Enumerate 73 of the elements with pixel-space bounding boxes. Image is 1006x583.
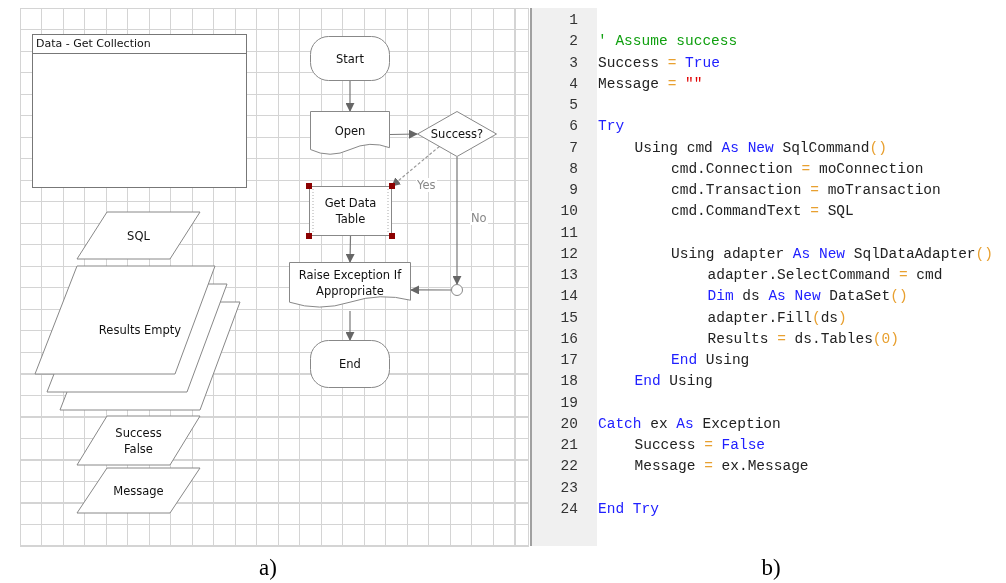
line-number: 5 (568, 96, 578, 116)
code-line: End Using (671, 351, 750, 371)
edge-label: No (470, 211, 488, 225)
line-number: 23 (559, 478, 578, 498)
node-label: Results Empty (97, 322, 183, 338)
line-number: 10 (559, 202, 578, 222)
line-number: 16 (559, 329, 578, 349)
line-number: 18 (559, 372, 578, 392)
node-label: Success False (114, 424, 163, 457)
code-line: End Try (598, 499, 659, 519)
node-label: SQL (127, 227, 150, 244)
line-number: 2 (568, 32, 578, 52)
code-line: Results = ds.Tables(0) (707, 329, 899, 349)
line-number: 19 (559, 393, 578, 413)
data-parallelogram (77, 416, 200, 465)
decision-diamond (417, 111, 497, 157)
arrow (391, 145, 440, 187)
container-panel (32, 34, 247, 188)
code-line: ' Assume success (598, 32, 738, 52)
line-number: 14 (559, 287, 578, 307)
line-number: 1 (568, 11, 578, 30)
node-label: Start (335, 50, 365, 67)
arrow (452, 156, 462, 285)
terminal-shape (310, 36, 390, 81)
node-label: End (339, 356, 361, 372)
line-number: 24 (559, 499, 578, 519)
arrow (345, 235, 355, 263)
arrow (410, 285, 452, 295)
code-line: adapter.Fill(ds) (707, 308, 847, 328)
line-number: 15 (559, 308, 578, 328)
code-line: Try (598, 117, 625, 137)
code-line: Catch ex As Exception (598, 414, 781, 434)
arrow (389, 129, 418, 139)
line-number: 11 (559, 223, 578, 243)
panel-caption: a) (259, 555, 277, 581)
node-label: Success? (430, 126, 484, 142)
data-parallelogram (77, 212, 200, 259)
node-label: Open (334, 122, 366, 139)
node-label: Raise Exception If Appropriate (297, 266, 403, 299)
subprocess-box (309, 186, 392, 236)
line-number: 4 (568, 74, 578, 94)
arrow (345, 310, 355, 341)
line-number: 20 (559, 414, 578, 434)
code-line: adapter.SelectCommand = cmd (707, 266, 943, 286)
line-number: 8 (568, 159, 578, 179)
line-number: 22 (559, 457, 578, 477)
data-parallelogram (77, 468, 200, 513)
node-label: Get Data Table (323, 195, 378, 227)
line-number: 17 (559, 351, 578, 371)
code-line: Success = True (598, 53, 720, 73)
code-line: cmd.Transaction = moTransaction (671, 181, 941, 201)
panel-caption: b) (761, 555, 781, 581)
code-line: cmd.CommandText = SQL (671, 202, 854, 222)
code-line: Message = ex.Message (634, 457, 809, 477)
arrow (345, 80, 355, 112)
terminal-shape (310, 340, 390, 388)
line-number: 12 (559, 244, 578, 264)
code-line: Success = False (634, 436, 766, 456)
line-number: 21 (559, 436, 578, 456)
code-line: Using cmd As New SqlCommand() (634, 138, 887, 158)
code-line: Using adapter As New SqlDataAdapter() (671, 244, 993, 264)
panel-title: Data - Get Collection (33, 35, 246, 54)
edge-label: Yes (416, 178, 437, 192)
line-number: 13 (559, 266, 578, 286)
line-number: 7 (568, 138, 578, 158)
line-number: 3 (568, 53, 578, 73)
line-number: 9 (568, 181, 578, 201)
line-number: 6 (568, 117, 578, 137)
code-line: End Using (634, 372, 713, 392)
code-line: Dim ds As New DataSet() (707, 287, 908, 307)
code-line: Message = "" (598, 74, 703, 94)
code-line: cmd.Connection = moConnection (671, 159, 924, 179)
node-label: Message (113, 482, 164, 499)
